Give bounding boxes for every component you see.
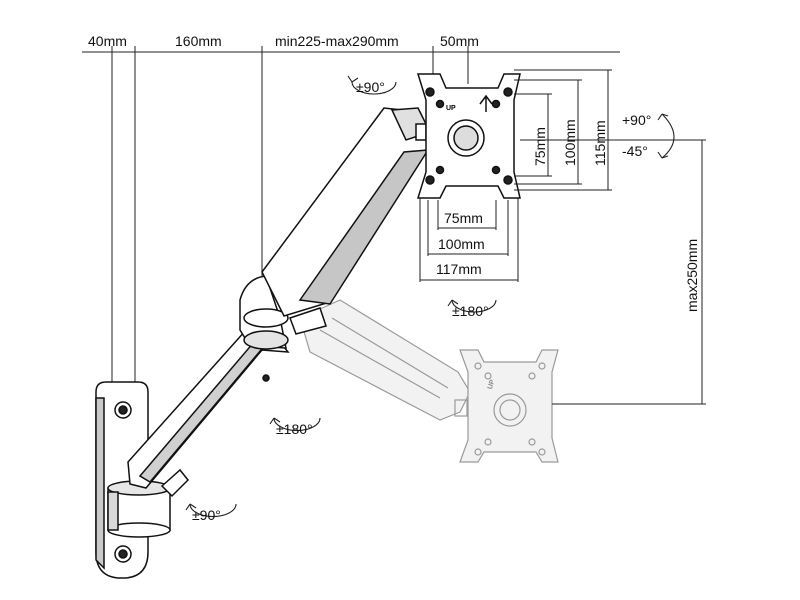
- dim-h-75: 75mm: [444, 210, 483, 226]
- lower-arm: [127, 329, 290, 498]
- rotation-tilt-down: -45°: [622, 143, 648, 159]
- vesa-plate: [416, 73, 521, 199]
- dim-h-100: 100mm: [438, 236, 485, 252]
- dim-v-115: 115mm: [592, 120, 608, 166]
- rotation-base: ±90°: [192, 507, 221, 523]
- rotation-arrows: [185, 75, 675, 518]
- elbow-joint: [239, 275, 289, 350]
- upper-arm: [261, 107, 433, 335]
- vesa-horizontal-dims: [419, 198, 519, 282]
- vesa-vertical-dims: [514, 69, 612, 191]
- ghost-plate-up-label: UP: [487, 379, 497, 391]
- top-dimension-line: [82, 46, 620, 392]
- ghost-position: [299, 299, 559, 463]
- dim-v-75: 75mm: [532, 127, 548, 166]
- rotation-tilt-up: +90°: [622, 112, 651, 128]
- rotation-plate: ±180°: [452, 303, 489, 319]
- dim-height-max: max250mm: [684, 239, 700, 312]
- dim-v-100: 100mm: [562, 119, 578, 166]
- dim-h-117: 117mm: [436, 261, 482, 277]
- dim-base-width: 40mm: [88, 33, 127, 49]
- rotation-elbow: ±180°: [276, 421, 313, 437]
- dim-head-offset: 50mm: [440, 33, 479, 49]
- height-dim-line: [520, 139, 706, 405]
- plate-up-label: UP: [446, 105, 456, 112]
- base-collar: [107, 480, 171, 538]
- dim-upper-arm: min225-max290mm: [275, 33, 399, 49]
- rotation-top-swivel: ±90°: [356, 79, 385, 95]
- dim-lower-arm: 160mm: [175, 33, 222, 49]
